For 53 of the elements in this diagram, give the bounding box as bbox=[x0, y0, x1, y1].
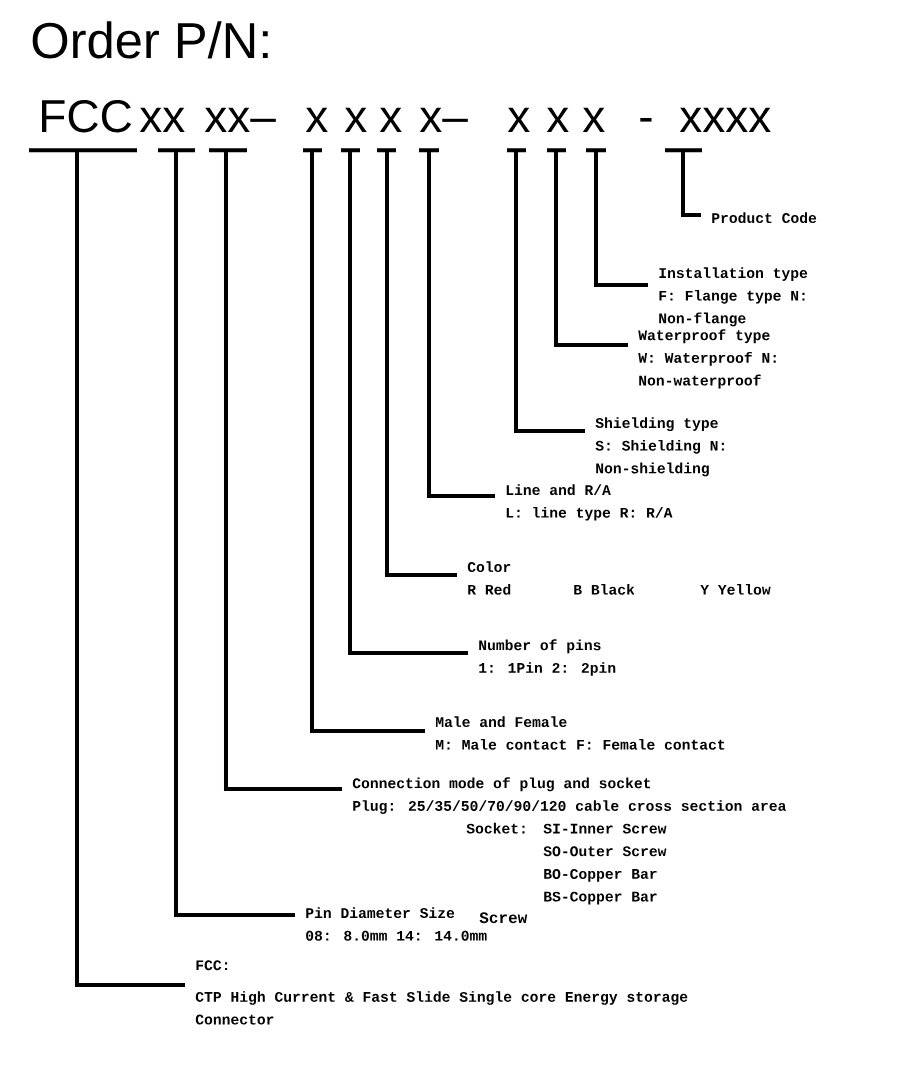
code-label: xxxx bbox=[679, 107, 771, 132]
leader-line bbox=[375, 148, 459, 577]
field-description: F: Flange type N: Non-flange bbox=[659, 289, 805, 327]
code-label: x bbox=[379, 107, 402, 132]
leader-line bbox=[339, 148, 470, 655]
code-label: x bbox=[305, 107, 328, 132]
leader-line bbox=[27, 148, 187, 987]
option-text: BO-Copper Bar bbox=[544, 869, 657, 882]
field-heading: Product Code bbox=[712, 212, 817, 224]
field-heading: Installation type bbox=[659, 267, 808, 281]
field-heading: Connection mode of plug and socket bbox=[352, 777, 651, 792]
option-text: Socket: bbox=[466, 822, 525, 834]
code-label: FCC bbox=[42, 99, 132, 133]
field-heading: Color bbox=[467, 561, 511, 573]
field-description: W: Waterproof N: Non-waterproof bbox=[638, 351, 776, 389]
code-label: x– bbox=[419, 107, 468, 132]
field-heading: Shielding type bbox=[595, 417, 718, 431]
leader-line bbox=[663, 148, 704, 217]
leader-line bbox=[545, 148, 630, 347]
field-description: M: Male contact F: Female contact bbox=[436, 738, 725, 750]
leader-line bbox=[301, 148, 427, 733]
field-description: Plug: 25/35/50/70/90/120 cable cross section area bbox=[353, 800, 786, 814]
field-description: L: line type R: R/A bbox=[506, 506, 673, 521]
field-heading: Waterproof type bbox=[638, 329, 770, 344]
code-label: x bbox=[344, 107, 367, 132]
code-label: xx– bbox=[204, 107, 276, 132]
leader-line bbox=[207, 148, 344, 791]
note-text: Screw bbox=[479, 912, 528, 924]
code-label: xx bbox=[139, 107, 185, 132]
option-text: R Red bbox=[468, 583, 511, 595]
leader-line bbox=[505, 148, 587, 433]
field-description: 1: 1Pin 2: 2pin bbox=[479, 662, 616, 676]
title: Order P/N: bbox=[32, 21, 268, 59]
field-description: CTP High Current & Fast Slide Single core Energy storage Connector bbox=[195, 991, 688, 1025]
code-label: x bbox=[582, 107, 605, 132]
separator-dash: - bbox=[640, 118, 652, 122]
option-text: B Black bbox=[574, 583, 635, 595]
field-description: 08: 8.0mm 14: 14.0mm bbox=[306, 930, 487, 941]
code-label: x bbox=[546, 107, 569, 132]
code-label: x bbox=[507, 107, 530, 132]
field-heading: Number of pins bbox=[479, 639, 601, 654]
field-heading: Pin Diameter Size bbox=[306, 907, 455, 919]
field-heading: Male and Female bbox=[436, 716, 567, 728]
field-description: S: Shielding N: Non-shielding bbox=[595, 439, 724, 477]
field-heading: FCC: bbox=[196, 960, 228, 971]
leader-line bbox=[417, 148, 497, 498]
option-text: BS-Copper Bar bbox=[544, 891, 657, 905]
field-heading: Line and R/A bbox=[506, 484, 611, 496]
leader-line bbox=[584, 148, 650, 287]
leader-line bbox=[156, 148, 297, 917]
option-text: Y Yellow bbox=[700, 583, 771, 595]
option-text: SO-Outer Screw bbox=[543, 846, 667, 857]
option-text: SI-Inner Screw bbox=[543, 823, 667, 834]
